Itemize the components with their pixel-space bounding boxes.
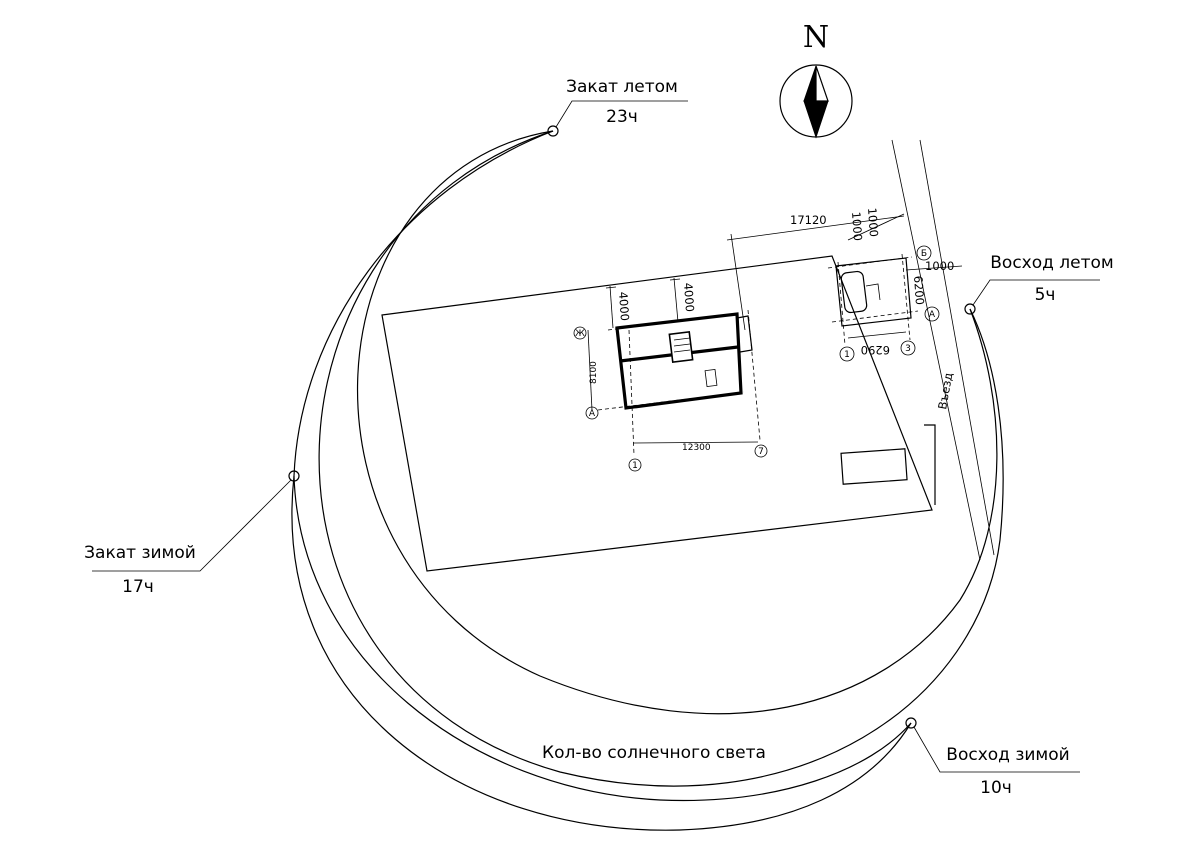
- house-axis-zh-bubble: [573, 326, 587, 340]
- house-axis-a: А: [589, 409, 596, 419]
- garage-car: [840, 270, 868, 314]
- compass-needle-north: [815, 65, 829, 102]
- garage-axis-1: 1: [844, 350, 850, 360]
- road-edge-left: [891, 139, 981, 561]
- house-axis-1: 1: [632, 461, 638, 471]
- garage-axis-a-line: [831, 310, 919, 323]
- dim-tick: [669, 278, 681, 281]
- sun-labels: Закат летом 23ч Восход летом 5ч Закат зи…: [84, 77, 1114, 798]
- garage-dim-top-b: 1000: [865, 207, 881, 237]
- winter-sunset-leader: [92, 479, 292, 572]
- garage-dim-top-a: 1000: [849, 211, 865, 241]
- site: Въезд: [381, 139, 995, 572]
- house-axis-a-bubble: [585, 406, 599, 420]
- summer-inner-arc: [356, 130, 998, 715]
- house-stair: [668, 330, 694, 364]
- north-label: N: [803, 20, 829, 55]
- summer-sunset-marker: [547, 125, 559, 137]
- compass-needle-north-dark: [803, 65, 817, 102]
- house-dim-left: 8100: [589, 361, 599, 384]
- road-edge-right: [919, 139, 995, 556]
- house-dim-top-a: 4000: [616, 291, 632, 321]
- house-axis-7-bubble: [754, 444, 768, 458]
- garage-axis-b-bubble: [916, 245, 932, 261]
- winter-sunrise-leader: [913, 726, 1080, 773]
- winter-sunrise-label: Восход зимой: [946, 745, 1069, 765]
- winter-sunset-marker: [288, 470, 300, 482]
- sun-markers: [92, 100, 1100, 773]
- garage-dim-line-right: [905, 265, 963, 271]
- sun-paths: [291, 130, 1004, 831]
- house-axis-1-bubble: [628, 458, 642, 472]
- garage-axis-a-bubble: [924, 306, 940, 322]
- dim-line-left: [587, 329, 593, 411]
- compass-needle-south: [803, 100, 829, 139]
- garage-dim-right-a: 1000: [925, 259, 954, 273]
- garage-dim-right-b: 6200: [911, 275, 927, 305]
- house: 4000 4000 17120 8100 12300 Ж А 1 7: [573, 213, 905, 472]
- garage-outline: [835, 257, 912, 327]
- dim-line-bottom: [632, 441, 759, 444]
- winter-outer-arc: [291, 475, 912, 831]
- summer-outer-arc: [318, 130, 1004, 787]
- summer-sunrise-label: Восход летом: [990, 253, 1113, 273]
- summer-sunrise-leader: [972, 279, 1100, 306]
- winter-sunrise-time: 10ч: [980, 778, 1012, 798]
- summer-sunset-leader: [555, 100, 688, 128]
- garage-dim-line: [847, 213, 905, 241]
- stair-step: [673, 343, 691, 347]
- house-fixture: [704, 369, 718, 387]
- sunlight-caption: Кол-во солнечного света: [542, 743, 766, 763]
- winter-sunset-label: Закат зимой: [84, 543, 196, 563]
- garage-axis-1-bubble: [839, 346, 855, 362]
- house-dim-bottom: 12300: [682, 443, 711, 453]
- garage-axis-b: Б: [921, 249, 927, 259]
- summer-sunset-label: Закат летом: [566, 77, 678, 97]
- garage-axis-3-line: [901, 253, 911, 341]
- summer-sunset-time: 23ч: [606, 107, 638, 127]
- north-arrow: N: [779, 20, 853, 139]
- dim-tick: [605, 286, 617, 289]
- house-dim-top-b: 4000: [681, 282, 697, 312]
- garage-inner-wall: [865, 283, 881, 301]
- house-dim-top-long: 17120: [790, 213, 827, 227]
- stair-step: [673, 337, 691, 341]
- dim-ext: [730, 233, 746, 331]
- winter-to-summer-arc: [293, 130, 554, 477]
- winter-inner-arc: [293, 475, 912, 802]
- garage: 1000 1000 1000 6200 6290 Б А 1 3: [827, 207, 963, 362]
- garage-axis-3: 3: [905, 344, 911, 354]
- dim-line: [609, 285, 614, 329]
- entrance-label: Въезд: [935, 371, 955, 410]
- garage-dim-line-bottom: [847, 331, 907, 339]
- house-porch: [736, 315, 753, 353]
- house-walls: [615, 312, 743, 410]
- garage-dim-bottom: 6290: [861, 343, 890, 357]
- site-boundary: [381, 255, 933, 572]
- summer-sunrise-marker: [964, 303, 976, 315]
- house-axis-1-line: [628, 329, 635, 456]
- winter-sunset-time: 17ч: [122, 577, 154, 597]
- dim-line: [673, 277, 679, 323]
- house-axis-7: 7: [758, 447, 764, 457]
- entrance-gate: [924, 424, 936, 505]
- summer-sunrise-time: 5ч: [1035, 285, 1056, 305]
- garage-axis-a: А: [929, 310, 936, 320]
- house-axis-zh: Ж: [575, 329, 585, 339]
- stair-step: [673, 349, 691, 353]
- garage-axis-3-bubble: [900, 340, 916, 356]
- parking-pad: [840, 448, 908, 485]
- dim-line-long: [726, 215, 905, 241]
- winter-sunrise-marker: [905, 717, 917, 729]
